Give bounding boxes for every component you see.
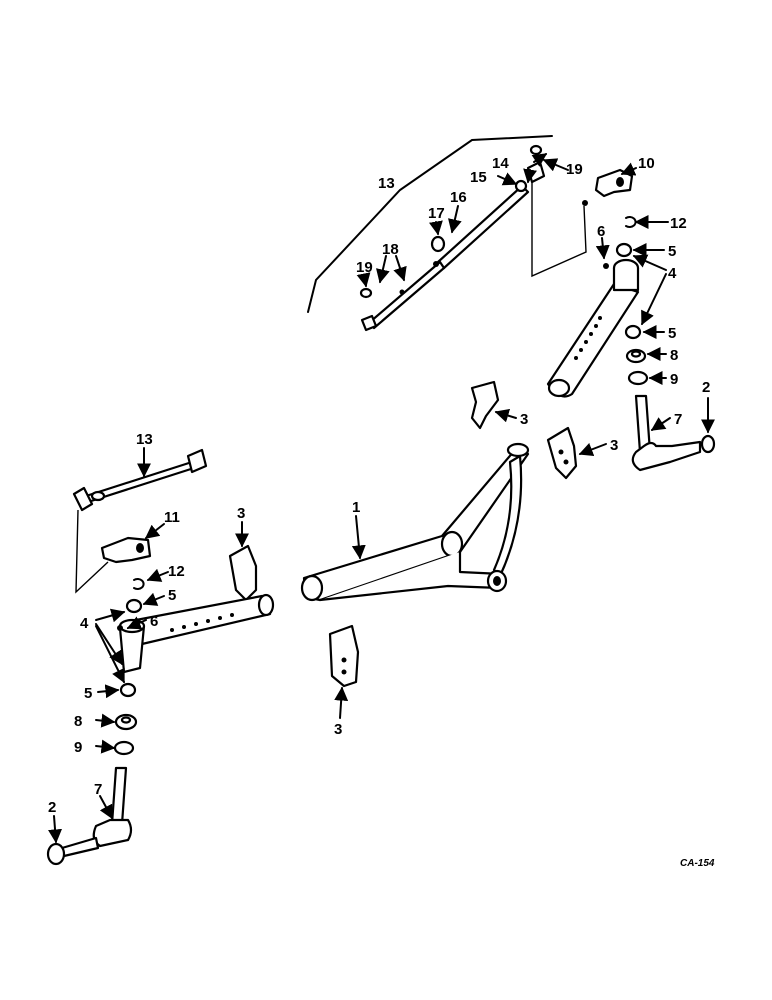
callout-14: 14 [492, 155, 509, 172]
dust-cap-19b [529, 144, 543, 156]
callout-5: 5 [168, 587, 176, 604]
tie-rod-inner [368, 260, 446, 330]
bracket-3c [228, 544, 258, 602]
axle-extension-left [113, 578, 275, 756]
callout-10: 10 [638, 155, 655, 172]
rod-hole [399, 289, 405, 295]
callout-11: 11 [164, 509, 180, 526]
callout-labels: 1 2 2 3 3 3 3 4 4 5 5 5 5 6 6 7 7 8 8 9 … [48, 155, 715, 869]
pin-6 [603, 263, 609, 269]
callout-3: 3 [520, 411, 528, 428]
upper-tie-rod-assembly [359, 144, 546, 332]
callout-1: 1 [352, 499, 360, 516]
callout-15: 15 [470, 169, 487, 186]
spindle-left [46, 766, 133, 866]
callout-6: 6 [150, 613, 158, 630]
bushing-5b [624, 324, 642, 340]
callout-13: 13 [136, 431, 153, 448]
washer-9b [113, 740, 135, 756]
spindle-right [631, 394, 716, 472]
axle-extension-right [546, 216, 649, 398]
steering-arm-right [582, 168, 634, 206]
snap-ring-12 [625, 216, 637, 228]
seal-2 [700, 434, 716, 454]
callout-2: 2 [702, 379, 710, 396]
callout-7: 7 [94, 781, 102, 798]
guide-line [531, 182, 587, 278]
callout-9: 9 [670, 371, 678, 388]
bracket-3d [328, 624, 360, 688]
rod-hole [433, 261, 439, 267]
callout-19: 19 [356, 259, 373, 276]
callout-6: 6 [597, 223, 605, 240]
callout-3: 3 [237, 505, 245, 522]
washer-9 [627, 370, 649, 386]
seal-2b [46, 842, 66, 866]
tie-rod-end-lower [360, 314, 378, 332]
pin-6b [117, 625, 123, 631]
callout-5: 5 [668, 243, 676, 260]
callout-4: 4 [80, 615, 89, 632]
callout-2: 2 [48, 799, 56, 816]
callout-8: 8 [670, 347, 678, 364]
guide-line-left [75, 509, 109, 594]
bushing-5 [615, 242, 633, 258]
dust-cap-19 [359, 287, 373, 299]
callout-17: 17 [428, 205, 445, 222]
figure-code: CA-154 [680, 858, 715, 869]
callout-12: 12 [670, 215, 687, 232]
callout-13: 13 [378, 175, 395, 192]
callout-5: 5 [668, 325, 676, 342]
clamp-17 [430, 235, 446, 253]
callout-3: 3 [334, 721, 342, 738]
tie-rod-left [72, 448, 208, 512]
upper-assembly-bracket [307, 135, 553, 313]
bushing-5c [125, 598, 143, 614]
leader-lines [48, 153, 715, 844]
callout-4: 4 [668, 265, 677, 282]
callout-5: 5 [84, 685, 92, 702]
callout-9: 9 [74, 739, 82, 756]
snap-ring-12b [133, 578, 145, 590]
callout-19: 19 [566, 161, 583, 178]
callout-18: 18 [382, 241, 399, 258]
callout-12: 12 [168, 563, 185, 580]
callout-8: 8 [74, 713, 82, 730]
bracket-3a [470, 380, 500, 430]
callout-16: 16 [450, 189, 467, 206]
bushing-5d [119, 682, 137, 698]
nut-15 [514, 179, 528, 193]
main-axle-beam [300, 442, 530, 602]
callout-7: 7 [674, 411, 682, 428]
callout-3: 3 [610, 437, 618, 454]
